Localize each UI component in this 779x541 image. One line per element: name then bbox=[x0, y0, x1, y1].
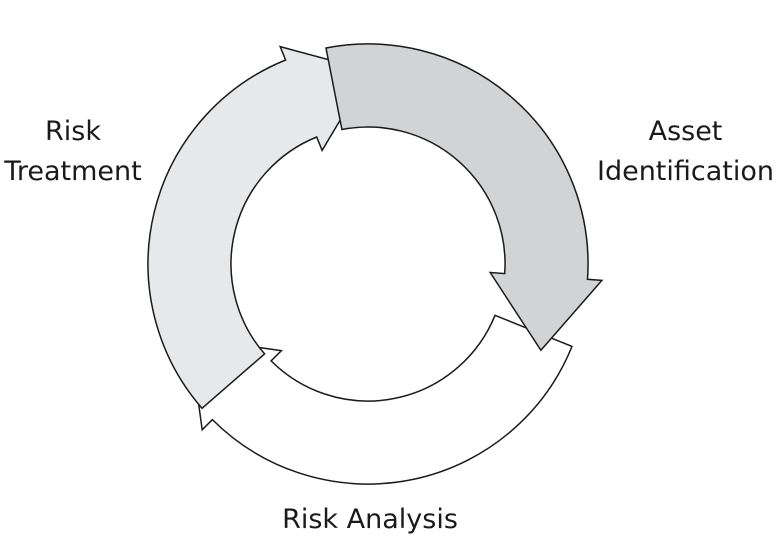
risk-treatment-label: Risk Treatment bbox=[0, 112, 146, 192]
asset-identification-label-line-2: Identification bbox=[596, 156, 775, 187]
risk-analysis-arrow bbox=[188, 314, 573, 485]
risk-treatment-label-line-1: Risk bbox=[45, 116, 101, 147]
risk-analysis-label-text: Risk Analysis bbox=[282, 504, 458, 535]
risk-analysis-label: Risk Analysis bbox=[265, 500, 475, 540]
asset-identification-arrow bbox=[325, 43, 604, 352]
asset-identification-label: Asset Identification bbox=[592, 112, 779, 192]
risk-treatment-label-line-2: Treatment bbox=[4, 156, 142, 187]
risk-treatment-arrow bbox=[147, 45, 371, 410]
asset-identification-label-line-1: Asset bbox=[648, 116, 723, 147]
